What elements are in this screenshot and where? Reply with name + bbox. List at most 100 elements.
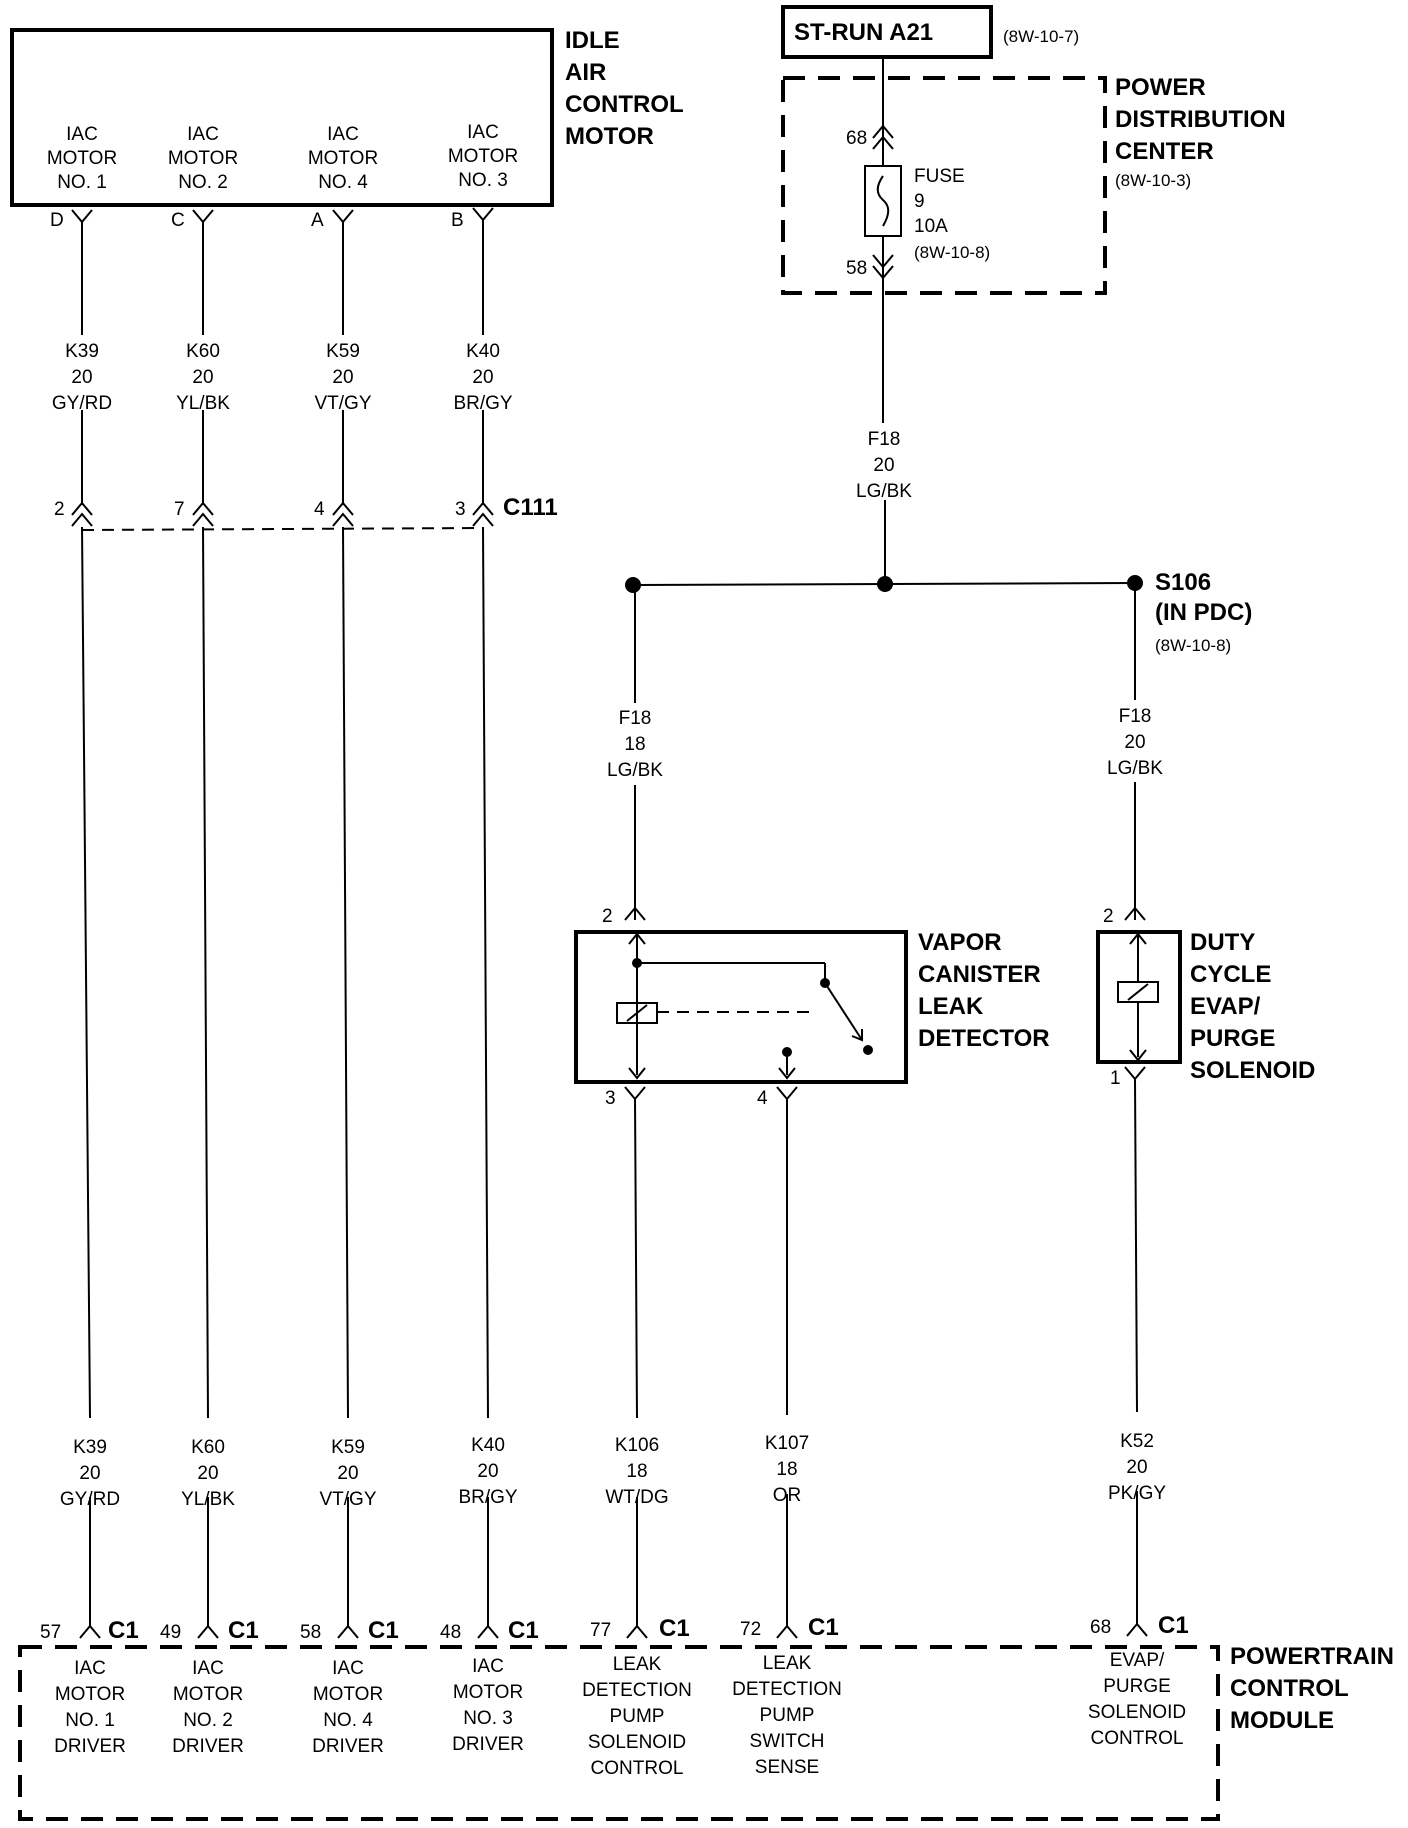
pcm-pin-numbers: 57 49 58 48 77 72 68 xyxy=(40,1617,1111,1643)
purge-pin-2-connector xyxy=(1124,906,1146,921)
s106-label: S106 (IN PDC) xyxy=(1155,569,1252,626)
svg-text:IAC: IAC xyxy=(187,124,219,145)
pcm-c1-labels: C1 C1 C1 C1 C1 C1 C1 xyxy=(108,1612,1189,1644)
svg-text:77: 77 xyxy=(590,1620,611,1641)
svg-text:YL/BK: YL/BK xyxy=(176,393,230,414)
svg-text:K40: K40 xyxy=(466,341,500,362)
svg-text:NO. 1: NO. 1 xyxy=(65,1710,115,1731)
pcm-title: POWERTRAIN CONTROL MODULE xyxy=(1230,1643,1394,1734)
svg-text:MOTOR: MOTOR xyxy=(168,148,238,169)
vapor-pin-4-connector xyxy=(776,1086,798,1101)
svg-text:K52: K52 xyxy=(1120,1431,1154,1452)
k52-wire-upper xyxy=(1134,1078,1138,1413)
svg-text:18: 18 xyxy=(624,734,645,755)
svg-text:K107: K107 xyxy=(765,1433,809,1454)
svg-text:AIR: AIR xyxy=(565,59,606,86)
svg-text:CONTROL: CONTROL xyxy=(565,91,684,118)
iac-lower-wires xyxy=(81,526,489,1626)
svg-text:20: 20 xyxy=(873,455,894,476)
svg-text:MOTOR: MOTOR xyxy=(308,148,378,169)
svg-text:K59: K59 xyxy=(331,1437,365,1458)
pcm-c1-chevrons xyxy=(79,1622,1148,1639)
svg-text:K60: K60 xyxy=(186,341,220,362)
pdc-pin-in: 68 xyxy=(846,128,867,149)
svg-text:F18: F18 xyxy=(868,429,901,450)
svg-text:58: 58 xyxy=(300,1622,321,1643)
svg-text:B: B xyxy=(451,210,464,231)
svg-text:K59: K59 xyxy=(326,341,360,362)
svg-text:NO. 1: NO. 1 xyxy=(57,172,107,193)
svg-text:EVAP/: EVAP/ xyxy=(1110,1650,1165,1671)
purge-pin-1-connector xyxy=(1124,1066,1146,1081)
svg-text:20: 20 xyxy=(1126,1457,1147,1478)
svg-text:IDLE: IDLE xyxy=(565,27,620,54)
svg-text:F18: F18 xyxy=(1119,706,1152,727)
vapor-pin-4: 4 xyxy=(757,1088,768,1109)
splice-dot-left xyxy=(625,577,641,593)
svg-text:NO. 3: NO. 3 xyxy=(458,170,508,191)
svg-text:48: 48 xyxy=(440,1622,461,1643)
svg-text:BR/GY: BR/GY xyxy=(458,1487,517,1508)
svg-text:4: 4 xyxy=(314,499,325,520)
pcm-box xyxy=(18,1645,1220,1821)
svg-text:C1: C1 xyxy=(108,1617,139,1644)
iac-motor-title: IDLE AIR CONTROL MOTOR xyxy=(565,27,684,150)
svg-text:MOTOR: MOTOR xyxy=(173,1684,243,1705)
svg-text:9: 9 xyxy=(914,191,925,212)
svg-text:C1: C1 xyxy=(808,1614,839,1641)
svg-text:57: 57 xyxy=(40,1622,61,1643)
iac-motor-pin-labels: IAC MOTOR NO. 1 IAC MOTOR NO. 2 IAC MOTO… xyxy=(47,122,518,193)
svg-text:NO. 2: NO. 2 xyxy=(183,1710,233,1731)
svg-text:2: 2 xyxy=(54,499,65,520)
svg-text:MOTOR: MOTOR xyxy=(313,1684,383,1705)
splice-dot-center xyxy=(877,576,893,592)
svg-text:20: 20 xyxy=(197,1463,218,1484)
pdc-title: POWER DISTRIBUTION CENTER xyxy=(1115,74,1286,165)
svg-text:MODULE: MODULE xyxy=(1230,1707,1334,1734)
svg-text:20: 20 xyxy=(79,1463,100,1484)
svg-text:C1: C1 xyxy=(508,1617,539,1644)
svg-text:GY/RD: GY/RD xyxy=(52,393,112,414)
svg-text:(IN PDC): (IN PDC) xyxy=(1155,599,1252,626)
st-run-box xyxy=(781,5,993,59)
svg-text:C1: C1 xyxy=(368,1617,399,1644)
svg-text:20: 20 xyxy=(472,367,493,388)
purge-pin-1: 1 xyxy=(1110,1068,1121,1089)
svg-text:POWER: POWER xyxy=(1115,74,1206,101)
iac-upper-wires xyxy=(81,220,484,505)
purge-solenoid-internals xyxy=(1117,932,1159,1062)
svg-text:20: 20 xyxy=(1124,732,1145,753)
svg-text:MOTOR: MOTOR xyxy=(565,123,654,150)
svg-text:D: D xyxy=(50,210,64,231)
svg-text:K40: K40 xyxy=(471,1435,505,1456)
svg-text:CENTER: CENTER xyxy=(1115,138,1214,165)
svg-text:CANISTER: CANISTER xyxy=(918,961,1041,988)
svg-text:A: A xyxy=(311,210,324,231)
pcm-pin-labels: IAC MOTOR NO. 1 DRIVER IAC MOTOR NO. 2 D… xyxy=(54,1650,1186,1779)
svg-text:IAC: IAC xyxy=(332,1658,364,1679)
svg-text:20: 20 xyxy=(337,1463,358,1484)
svg-text:YL/BK: YL/BK xyxy=(181,1489,235,1510)
svg-text:NO. 4: NO. 4 xyxy=(318,172,368,193)
svg-text:7: 7 xyxy=(174,499,185,520)
fuse-labels: FUSE 9 10A (8W-10-8) xyxy=(914,166,990,262)
svg-text:MOTOR: MOTOR xyxy=(55,1684,125,1705)
svg-text:49: 49 xyxy=(160,1622,181,1643)
svg-text:20: 20 xyxy=(332,367,353,388)
svg-text:DETECTOR: DETECTOR xyxy=(918,1025,1050,1052)
svg-text:CONTROL: CONTROL xyxy=(591,1758,684,1779)
svg-text:PUMP: PUMP xyxy=(610,1706,665,1727)
svg-text:MOTOR: MOTOR xyxy=(453,1682,523,1703)
c111-label: C111 xyxy=(503,494,558,521)
vapor-feed-wire-label: F18 18 LG/BK xyxy=(607,708,663,781)
svg-text:PURGE: PURGE xyxy=(1190,1025,1275,1052)
svg-text:LEAK: LEAK xyxy=(918,993,984,1020)
svg-text:LG/BK: LG/BK xyxy=(856,481,912,502)
svg-text:K60: K60 xyxy=(191,1437,225,1458)
svg-text:VT/GY: VT/GY xyxy=(314,393,371,414)
svg-text:C1: C1 xyxy=(1158,1612,1189,1639)
svg-text:LEAK: LEAK xyxy=(763,1653,812,1674)
svg-text:C: C xyxy=(171,210,185,231)
svg-text:OR: OR xyxy=(773,1485,802,1506)
